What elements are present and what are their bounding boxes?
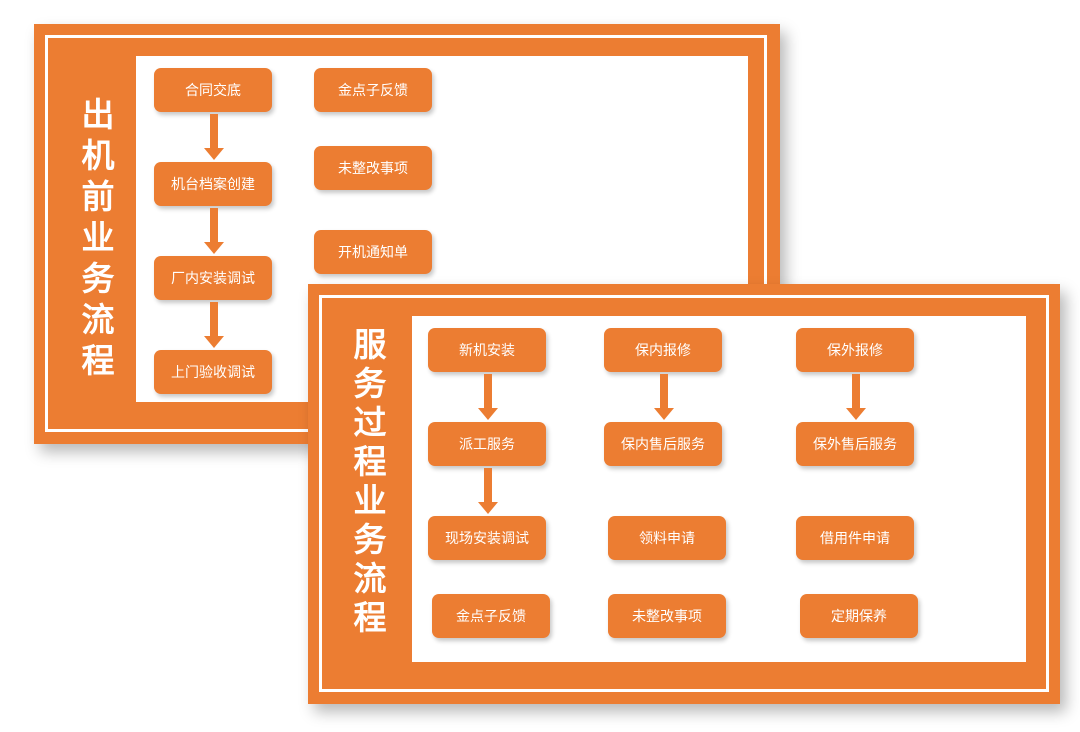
title-char: 流 xyxy=(81,300,115,339)
node-borrow-request: 借用件申请 xyxy=(796,516,914,560)
flow-arrow xyxy=(204,208,224,254)
node-archive: 机台档案创建 xyxy=(154,162,272,206)
title-char: 业 xyxy=(353,481,387,520)
title-char: 服 xyxy=(353,325,387,364)
title-char: 程 xyxy=(353,598,387,637)
flow-arrow xyxy=(204,114,224,160)
node-in-warranty-service: 保内售后服务 xyxy=(604,422,722,466)
panel-title: 出 机 前 业 务 流 程 xyxy=(70,98,126,377)
panel-title: 服 务 过 程 业 务 流 程 xyxy=(340,328,400,634)
node-maintenance: 定期保养 xyxy=(800,594,918,638)
title-char: 机 xyxy=(81,136,115,175)
node-pending: 未整改事项 xyxy=(314,146,432,190)
node-material-request: 领料申请 xyxy=(608,516,726,560)
title-char: 程 xyxy=(353,442,387,481)
title-char: 务 xyxy=(353,364,387,403)
flow-arrow xyxy=(654,374,674,420)
flow-area: 新机安装 派工服务 现场安装调试 金点子反馈 保内报修 保内售后服务 领料申请 … xyxy=(412,316,1026,662)
flow-arrow xyxy=(478,374,498,420)
title-char: 前 xyxy=(81,177,115,216)
service-process-panel: 服 务 过 程 业 务 流 程 新机安装 派工服务 现场安装调试 金点子反馈 保… xyxy=(308,284,1060,704)
flow-arrow xyxy=(478,468,498,514)
title-char: 出 xyxy=(81,95,115,134)
flow-arrow xyxy=(204,302,224,348)
title-char: 程 xyxy=(81,341,115,380)
node-pending: 未整改事项 xyxy=(608,594,726,638)
node-in-warranty-repair: 保内报修 xyxy=(604,328,722,372)
node-factory-debug: 厂内安装调试 xyxy=(154,256,272,300)
node-onsite-debug: 上门验收调试 xyxy=(154,350,272,394)
title-char: 务 xyxy=(81,259,115,298)
title-char: 业 xyxy=(81,218,115,257)
title-char: 过 xyxy=(353,403,387,442)
node-feedback: 金点子反馈 xyxy=(432,594,550,638)
title-char: 流 xyxy=(353,559,387,598)
title-char: 务 xyxy=(353,520,387,559)
node-feedback: 金点子反馈 xyxy=(314,68,432,112)
node-dispatch: 派工服务 xyxy=(428,422,546,466)
node-new-install: 新机安装 xyxy=(428,328,546,372)
panel-border xyxy=(319,295,1049,692)
node-start-notice: 开机通知单 xyxy=(314,230,432,274)
flow-arrow xyxy=(846,374,866,420)
node-out-warranty-service: 保外售后服务 xyxy=(796,422,914,466)
node-out-warranty-repair: 保外报修 xyxy=(796,328,914,372)
node-site-debug: 现场安装调试 xyxy=(428,516,546,560)
node-contract: 合同交底 xyxy=(154,68,272,112)
